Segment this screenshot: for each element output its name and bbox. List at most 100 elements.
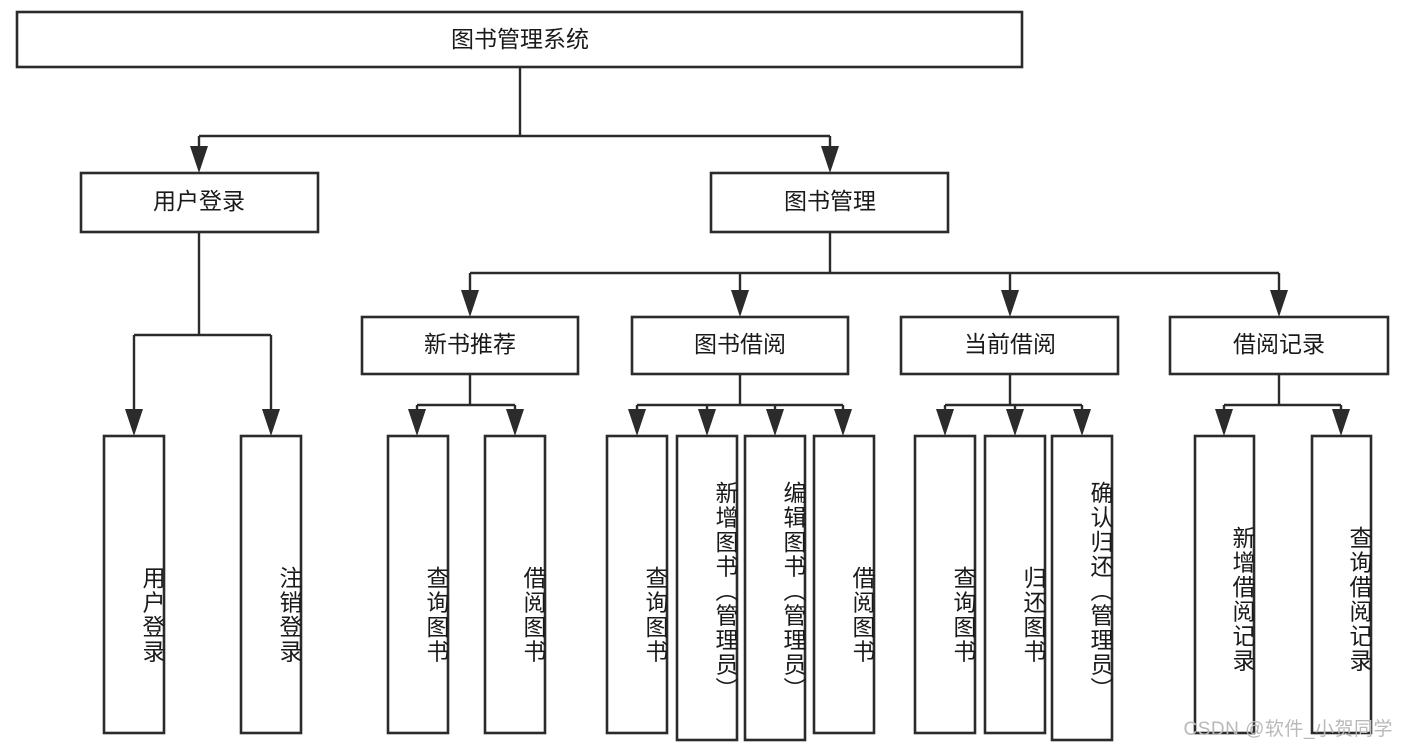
node-user-login-label: 用户登录 (153, 188, 245, 214)
node-book-management[interactable]: 图书管理 (709, 171, 950, 234)
leaf-box (1050, 434, 1114, 742)
node-book-management-box (709, 171, 950, 234)
leaf-node-logout-login[interactable]: 注销登录 (239, 434, 303, 735)
arrow-head-icon (408, 409, 426, 436)
leaf-box (913, 434, 977, 735)
leaf-label-wrap: 查询图书 (950, 565, 976, 664)
leaf-node-query-book-newbook[interactable]: 查询图书 (386, 434, 450, 735)
leaf-label: 新增借阅记录 (1229, 526, 1255, 673)
node-book-management-label: 图书管理 (784, 188, 876, 214)
leaf-box (483, 434, 547, 735)
leaf-label-wrap: 确认归还（管理员） (1087, 481, 1113, 702)
leaf-label-wrap: 注销登录 (276, 565, 302, 664)
leaf-node-return-book[interactable]: 归还图书 (983, 434, 1047, 735)
node-user-login-box (79, 171, 320, 234)
leaf-node-add-borrow-record[interactable]: 新增借阅记录 (1193, 434, 1256, 735)
leaf-node-add-book-admin[interactable]: 新增图书（管理员） (675, 434, 739, 742)
node-new-book-recommend[interactable]: 新书推荐 (360, 315, 580, 376)
arrow-head-icon (821, 146, 839, 173)
leaf-box (605, 434, 669, 735)
leaf-box (102, 434, 166, 735)
arrow-head-icon (1270, 290, 1288, 317)
leaf-label-wrap: 新增图书（管理员） (712, 481, 738, 702)
arrow-head-icon (834, 409, 852, 436)
arrow-head-icon (1001, 290, 1019, 317)
arrow-head-icon (1332, 409, 1350, 436)
node-borrow-records[interactable]: 借阅记录 (1168, 315, 1390, 376)
leaf-box (1310, 434, 1373, 735)
node-root-box (15, 10, 1024, 69)
node-new-book-recommend-label: 新书推荐 (424, 331, 516, 357)
arrow-head-icon (731, 290, 749, 317)
leaf-node-query-book-borrow[interactable]: 查询图书 (605, 434, 669, 735)
node-root-label: 图书管理系统 (451, 26, 589, 52)
node-current-borrow[interactable]: 当前借阅 (899, 315, 1120, 376)
arrow-head-icon (262, 409, 280, 436)
leaf-label-wrap: 借阅图书 (849, 565, 875, 664)
arrow-head-icon (766, 409, 784, 436)
leaf-box (743, 434, 807, 742)
leaf-label-wrap: 新增借阅记录 (1229, 526, 1255, 673)
node-borrow-records-label: 借阅记录 (1233, 331, 1325, 357)
leaf-node-edit-book-admin[interactable]: 编辑图书（管理员） (743, 434, 807, 742)
leaf-label: 借阅图书 (849, 565, 875, 664)
arrow-head-icon (1006, 409, 1024, 436)
leaf-label: 借阅图书 (520, 565, 546, 664)
leaf-node-borrow-book-borrow[interactable]: 借阅图书 (812, 434, 876, 735)
node-root-system[interactable]: 图书管理系统 (15, 10, 1024, 69)
leaf-label: 查询图书 (642, 565, 668, 664)
node-user-login[interactable]: 用户登录 (79, 171, 320, 234)
arrow-head-icon (461, 290, 479, 317)
connector-group-new-book (408, 374, 524, 436)
leaf-box (675, 434, 739, 742)
node-current-borrow-label: 当前借阅 (964, 331, 1056, 357)
leaf-node-confirm-return-admin[interactable]: 确认归还（管理员） (1050, 434, 1114, 742)
leaf-label-wrap: 查询图书 (423, 565, 449, 664)
leaf-label: 注销登录 (276, 565, 302, 664)
leaf-label-wrap: 借阅图书 (520, 565, 546, 664)
leaf-label: 查询图书 (950, 565, 976, 664)
leaf-box (983, 434, 1047, 735)
node-book-borrow[interactable]: 图书借阅 (630, 315, 850, 376)
arrow-head-icon (1073, 409, 1091, 436)
connector-group-borrow (628, 374, 852, 436)
arrow-head-icon (628, 409, 646, 436)
leaf-node-query-borrow-record[interactable]: 查询借阅记录 (1310, 434, 1373, 735)
leaf-label-wrap: 用户登录 (139, 565, 165, 664)
arrow-head-icon (1215, 409, 1233, 436)
leaf-box (239, 434, 303, 735)
leaf-node-user-login[interactable]: 用户登录 (102, 434, 166, 735)
node-borrow-records-box (1168, 315, 1390, 376)
leaf-box (812, 434, 876, 735)
leaf-label: 确认归还（管理员） (1087, 481, 1113, 702)
leaf-node-query-book-current[interactable]: 查询图书 (913, 434, 977, 735)
leaf-label-wrap: 查询图书 (642, 565, 668, 664)
node-new-book-recommend-box (360, 315, 580, 376)
leaf-label-wrap: 归还图书 (1020, 565, 1046, 664)
leaf-label: 新增图书（管理员） (712, 481, 738, 702)
node-book-borrow-box (630, 315, 850, 376)
leaf-label: 查询借阅记录 (1346, 526, 1372, 673)
arrow-head-icon (698, 409, 716, 436)
arrow-head-icon (125, 409, 143, 436)
leaf-label-wrap: 查询借阅记录 (1346, 526, 1372, 673)
arrow-head-icon (936, 409, 954, 436)
leaf-box (386, 434, 450, 735)
arrow-head-icon (506, 409, 524, 436)
leaf-label: 用户登录 (139, 565, 165, 664)
node-book-borrow-label: 图书借阅 (694, 331, 786, 357)
connector-group-records (1215, 374, 1350, 436)
connector-group-book-manage (461, 232, 1288, 317)
arrow-head-icon (190, 146, 208, 173)
connector-group-root (190, 67, 839, 173)
node-current-borrow-box (899, 315, 1120, 376)
leaf-node-borrow-book-newbook[interactable]: 借阅图书 (483, 434, 547, 735)
leaf-label: 编辑图书（管理员） (780, 481, 806, 702)
leaf-box (1193, 434, 1256, 735)
connector-group-user-login (125, 232, 280, 436)
leaf-label-wrap: 编辑图书（管理员） (780, 481, 806, 702)
leaf-label: 查询图书 (423, 565, 449, 664)
leaf-label: 归还图书 (1020, 565, 1046, 664)
